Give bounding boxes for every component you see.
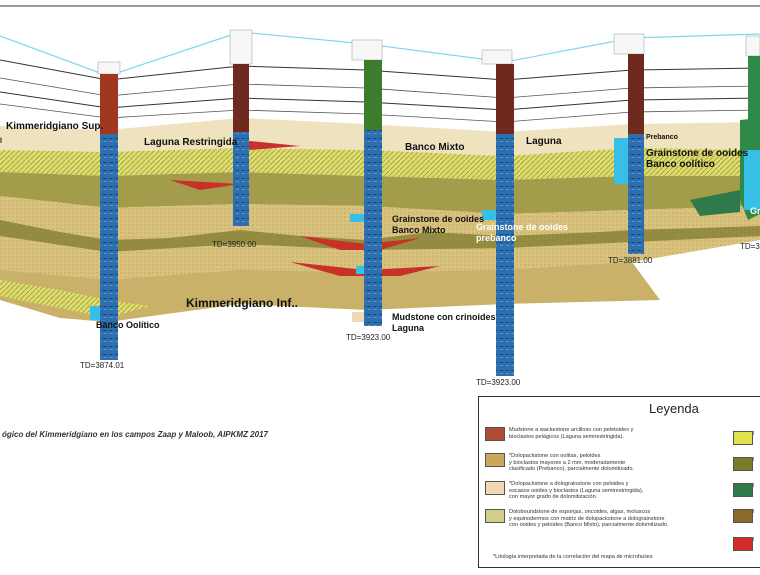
label-cut-left: l: [0, 138, 2, 145]
legend-swatch-right: [733, 509, 753, 523]
label-cut-gr: Gr: [750, 206, 760, 216]
lower-wedge: [0, 262, 660, 322]
label-prebanco: Prebanco: [646, 134, 678, 141]
legend-swatch-right: [733, 483, 753, 497]
legend-title: Leyenda: [649, 401, 699, 416]
green-wedge: [690, 190, 740, 216]
label-kimmeridgiano-inf: Kimmeridgiano Inf..: [186, 296, 299, 310]
legend-text: *Dolopackstone a dolograinstone con pelo…: [509, 481, 644, 501]
legend-swatch-right: [733, 431, 753, 445]
figure-caption: ógico del Kimmeridgiano en los campos Za…: [2, 430, 268, 439]
cyan-grainstone-right: [744, 150, 760, 210]
legend-text-right: I: [753, 509, 755, 515]
legend-text: *Dolopackstone con oolitas, peloides y b…: [509, 453, 634, 473]
label-banco-oolitico: Banco Oolítico: [96, 320, 160, 330]
legend-swatch: [485, 453, 505, 467]
td-well-4: TD=3923.00: [476, 378, 521, 387]
td-well-2: TD=3950.00: [212, 240, 257, 249]
label-grainstone-prebanco: Grainstone de ooides prebanco: [476, 222, 569, 243]
legend-text: Doloboundstone de esponjas, oncoides, al…: [509, 509, 669, 529]
label-banco-mixto: Banco Mixto: [405, 142, 465, 153]
legend-text-right: I: [753, 483, 755, 489]
label-mudstone-laguna: Mudstone con crinoides Laguna: [392, 312, 496, 333]
legend-note: *Litología interpretada de la correlació…: [493, 554, 653, 560]
label-grainstone-banco-mixto: Grainstone de ooides Banco Mixto: [392, 214, 485, 235]
label-grainstone-banco-oolitico: Grainstone de ooides Banco oolítico: [646, 148, 749, 170]
label-laguna: Laguna: [526, 136, 562, 147]
td-well-1: TD=3874.01: [80, 361, 125, 370]
well-logs: [90, 29, 760, 376]
td-well-6: TD=3: [740, 242, 760, 251]
legend-text-right: I: [753, 537, 755, 543]
td-well-5: TD=3881.00: [608, 256, 653, 265]
label-kimmeridgiano-sup: Kimmeridgiano Sup.: [6, 121, 104, 132]
legend-swatch-right: [733, 537, 753, 551]
red-lenses: [170, 140, 440, 276]
td-well-3: TD=3923.00: [346, 333, 391, 342]
legend-swatch: [485, 481, 505, 495]
legend-text-right: I: [753, 457, 755, 463]
legend-swatch-right: [733, 457, 753, 471]
legend-swatch: [485, 427, 505, 441]
label-laguna-restringida: Laguna Restringida: [144, 137, 238, 148]
legend-text-right: I: [753, 431, 755, 437]
legend-text: Mudstone a wackestone arcilloso con pele…: [509, 427, 634, 440]
olive-lens: [0, 220, 760, 252]
legend-box: Leyenda Mudstone a wackestone arcilloso …: [478, 396, 760, 568]
legend-swatch: [485, 509, 505, 523]
